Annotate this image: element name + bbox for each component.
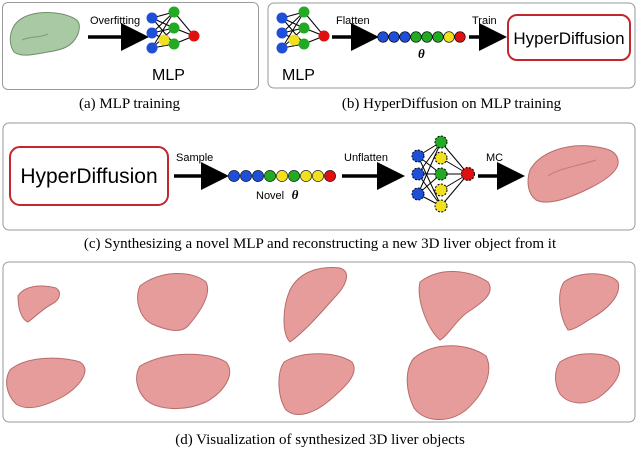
- panel-d: [2, 261, 636, 423]
- liver-sample-2: [137, 272, 208, 331]
- liver-output-shape-c: [527, 145, 619, 203]
- overfitting-label: Overfitting: [90, 15, 140, 27]
- flatten-label: Flatten: [336, 15, 370, 27]
- caption-d: (d) Visualization of synthesized 3D live…: [175, 432, 465, 448]
- liver-gallery: [6, 267, 620, 421]
- hyperdiffusion-box-b: [507, 14, 631, 61]
- liver-sample-4: [418, 270, 491, 341]
- train-label: Train: [472, 15, 497, 27]
- hyperdiffusion-text-c: HyperDiffusion: [20, 165, 157, 188]
- mlp-label-b: MLP: [282, 67, 315, 84]
- liver-sample-7: [136, 353, 231, 410]
- caption-c: (c) Synthesizing a novel MLP and reconst…: [83, 236, 557, 252]
- panel-c: [2, 122, 636, 231]
- liver-sample-9: [406, 345, 490, 421]
- mc-label: MC: [486, 152, 503, 164]
- caption-b: (b) HyperDiffusion on MLP training: [341, 96, 562, 112]
- mlp-network-c: [411, 135, 475, 213]
- hyperdiffusion-text-b: HyperDiffusion: [513, 29, 624, 48]
- hyperdiffusion-box-c: [9, 146, 169, 206]
- mlp-label-a: MLP: [152, 67, 185, 84]
- novel-weights-c: [228, 170, 336, 182]
- mlp-network-a: [146, 6, 200, 54]
- liver-sample-6: [6, 357, 86, 409]
- mlp-network-b: [276, 6, 330, 54]
- liver-sample-3: [283, 267, 348, 343]
- liver-input-shape: [9, 12, 80, 56]
- liver-sample-5: [559, 273, 620, 331]
- novel-theta-label: Novel θ: [256, 186, 299, 203]
- caption-a: (a) MLP training: [78, 96, 181, 112]
- sample-label: Sample: [176, 152, 213, 164]
- flattened-weights-b: [377, 31, 466, 43]
- panel-b: [267, 2, 636, 89]
- theta-label-b: θ: [418, 46, 425, 61]
- liver-sample-8: [278, 353, 355, 415]
- unflatten-label: Unflatten: [344, 152, 388, 164]
- liver-sample-10: [555, 353, 620, 404]
- liver-sample-1: [17, 285, 60, 323]
